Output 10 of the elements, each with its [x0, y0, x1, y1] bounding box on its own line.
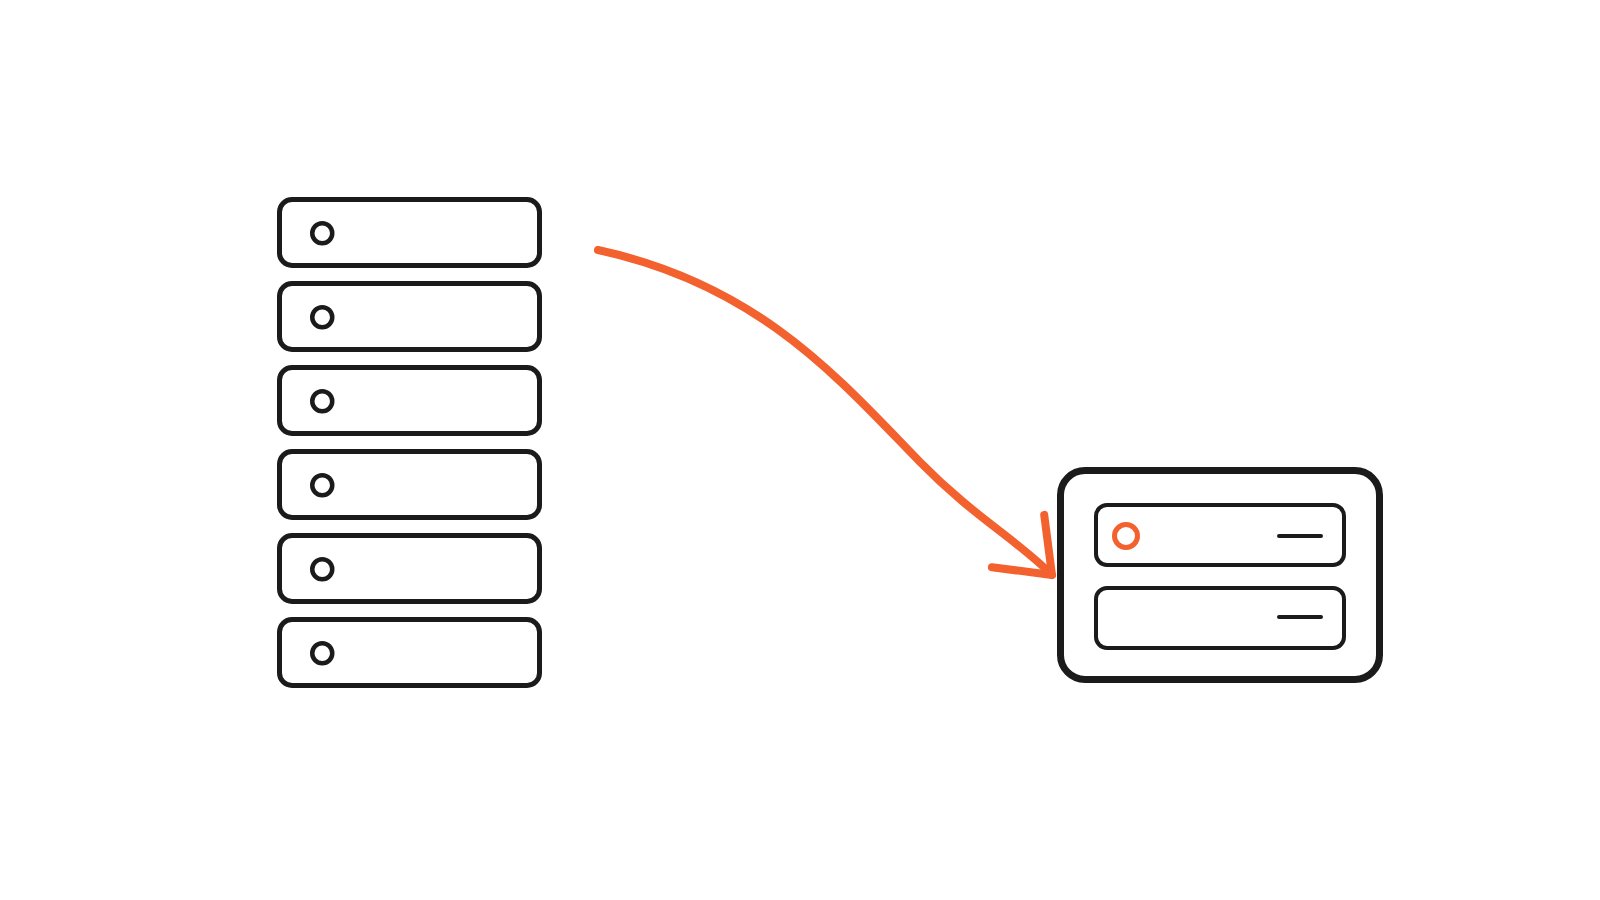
server-unit [277, 281, 542, 352]
server-unit [1094, 586, 1346, 650]
server-unit [277, 365, 542, 436]
server-unit [277, 533, 542, 604]
server-unit [277, 449, 542, 520]
server-unit [1094, 503, 1346, 567]
server-unit [277, 197, 542, 268]
server-unit [277, 617, 542, 688]
server-chassis [1057, 467, 1383, 683]
curved-arrow [594, 246, 1056, 579]
